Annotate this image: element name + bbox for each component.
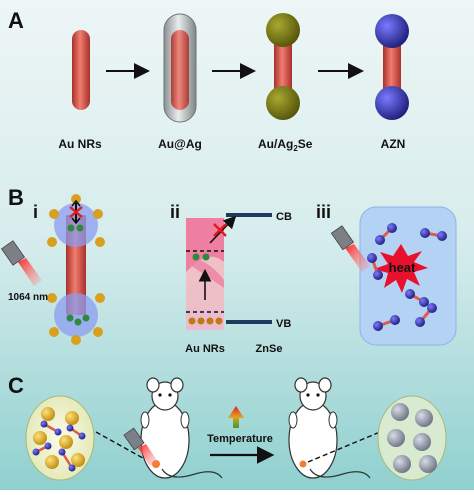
panel-b-letter: B bbox=[8, 185, 24, 210]
bi-arrowheads bbox=[71, 199, 81, 225]
label-au-ag2se-sub: 2 bbox=[293, 144, 298, 153]
mouse-laser-icon bbox=[123, 427, 145, 451]
bii-au-bottom bbox=[186, 309, 224, 329]
ag2se-tip-bottom bbox=[266, 86, 300, 120]
label-bii-au: Au NRs bbox=[185, 343, 225, 355]
bi-gold-dots bbox=[47, 194, 105, 345]
mouse-after bbox=[288, 377, 371, 479]
label-au-ag: Au@Ag bbox=[158, 137, 202, 151]
biii-nanoparticles bbox=[367, 223, 447, 331]
label-au-ag2se-main: Au/Ag bbox=[258, 137, 293, 151]
label-vb: VB bbox=[276, 318, 291, 330]
label-i: i bbox=[33, 202, 38, 222]
label-cb: CB bbox=[276, 211, 292, 223]
label-au-ag2se: Au/Ag2Se bbox=[258, 137, 313, 153]
heat-burst-icon bbox=[374, 244, 428, 293]
label-au-ag2se-se: Se bbox=[298, 137, 313, 151]
au-nanorod bbox=[72, 30, 90, 110]
bii-holes-bottom bbox=[188, 317, 223, 325]
label-heat: heat bbox=[389, 260, 416, 275]
label-bii-znse: ZnSe bbox=[256, 343, 283, 355]
label-azn: AZN bbox=[381, 137, 406, 151]
panel-c-letter: C bbox=[8, 373, 24, 398]
mouse-laser-beam bbox=[138, 444, 158, 466]
biii-laser-beam bbox=[345, 244, 370, 272]
label-temperature: Temperature bbox=[207, 433, 273, 445]
bii-electrons-top bbox=[192, 253, 210, 261]
znse-tip-bottom bbox=[375, 86, 409, 120]
dashed-link-left bbox=[95, 431, 151, 463]
au-core bbox=[171, 30, 189, 110]
panel-a-letter: A bbox=[8, 8, 24, 33]
bi-cross-icon bbox=[69, 206, 83, 218]
label-iii: iii bbox=[316, 202, 331, 222]
label-1064nm: 1064 nm bbox=[8, 292, 48, 303]
tumor-before-particles bbox=[32, 407, 86, 472]
tumor-after-cells bbox=[387, 403, 437, 473]
bi-sphere-top bbox=[54, 203, 98, 247]
dashed-link-right bbox=[307, 431, 381, 463]
temperature-up-icon bbox=[228, 406, 244, 428]
label-ii: ii bbox=[170, 202, 180, 222]
biii-laser-icon bbox=[330, 225, 355, 251]
bii-cross-icon bbox=[213, 223, 227, 237]
znse-tip-top bbox=[375, 14, 409, 48]
bi-electrons bbox=[66, 224, 90, 326]
bi-sphere-bottom bbox=[54, 293, 98, 337]
laser-beam bbox=[18, 258, 42, 286]
laser-icon bbox=[0, 240, 26, 266]
label-au-nrs: Au NRs bbox=[58, 137, 102, 151]
ag2se-tip-top bbox=[266, 13, 300, 47]
